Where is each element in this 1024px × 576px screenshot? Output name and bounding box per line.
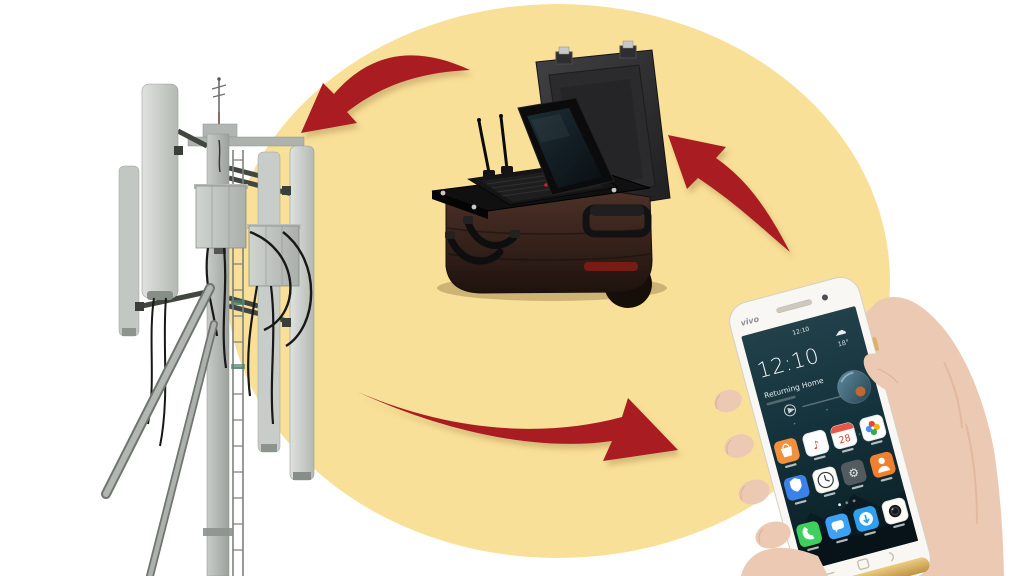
menu-button-icon — [825, 571, 835, 576]
phone-bottom-gold-edge — [805, 557, 930, 576]
weather-cloud-icon: ☁ — [832, 322, 847, 339]
svg-text:⚙: ⚙ — [847, 465, 861, 481]
media-progress — [802, 395, 844, 408]
play-button-icon[interactable] — [783, 404, 796, 417]
case-handle-straps — [446, 218, 518, 265]
app-icon-calendar[interactable]: 28 — [830, 422, 858, 450]
dock-icon-camera[interactable] — [881, 497, 909, 525]
hand-fingers-front — [714, 353, 905, 576]
equipment-box-upper — [194, 184, 248, 254]
cycle-arrows — [301, 55, 790, 461]
dock-icon-phone[interactable] — [795, 520, 823, 548]
app-icon-settings[interactable]: ⚙ — [840, 458, 868, 486]
antenna-panel-right-front — [289, 145, 315, 481]
app-icon-music[interactable]: ♪ — [802, 429, 830, 457]
app-icon-security[interactable] — [783, 474, 811, 502]
artist-line — [766, 395, 796, 406]
app-label-bars — [784, 440, 905, 552]
calendar-day: 28 — [838, 433, 853, 447]
svg-text:♪: ♪ — [811, 438, 821, 452]
laptop — [467, 97, 619, 206]
page-dots — [838, 499, 856, 507]
fingertip — [755, 521, 791, 549]
fingertip — [738, 479, 770, 505]
antenna-panel-right-mid — [257, 151, 281, 453]
app-icon-clock[interactable] — [812, 466, 840, 494]
interceptor-case-illustration — [431, 40, 671, 308]
top-bracket — [187, 136, 305, 147]
front-camera-dot — [821, 294, 828, 301]
home-button-icon[interactable] — [857, 558, 870, 570]
app-icon-contacts[interactable] — [869, 451, 897, 479]
earpiece-speaker — [776, 299, 812, 313]
capacitive-nav — [825, 551, 894, 576]
app-icon-photos[interactable] — [859, 414, 887, 442]
mount-brackets — [135, 146, 291, 327]
back-button-icon — [888, 551, 894, 562]
arrow-case-to-tower-icon — [301, 55, 470, 133]
trackpoint — [544, 183, 548, 187]
app-icon-store[interactable] — [773, 437, 801, 465]
fingertip — [714, 389, 742, 413]
smartphone-illustration: vivo 12:10 12:10 ☁ 18° Returning Home ♪ — [729, 276, 931, 576]
arrow-phone-to-case-icon — [668, 135, 790, 252]
cell-tower-illustration — [101, 77, 315, 576]
palm-bottom — [741, 547, 828, 576]
thumb — [863, 353, 905, 393]
phone-side-button — [872, 337, 879, 351]
fingertip — [724, 434, 754, 458]
support-strut — [101, 283, 218, 576]
case-red-latch — [584, 262, 638, 271]
status-time: 12:10 — [792, 326, 811, 337]
palm-creases — [943, 361, 978, 525]
case-whip-antennas — [477, 115, 509, 175]
arrow-tower-to-phone-icon — [358, 392, 678, 461]
dock-icon-messages[interactable] — [824, 512, 852, 540]
antenna-panel-left-front — [141, 83, 179, 299]
weather-temp: 18° — [837, 338, 850, 349]
dock-icon-downloads[interactable] — [852, 505, 880, 533]
case-latch — [555, 40, 637, 65]
